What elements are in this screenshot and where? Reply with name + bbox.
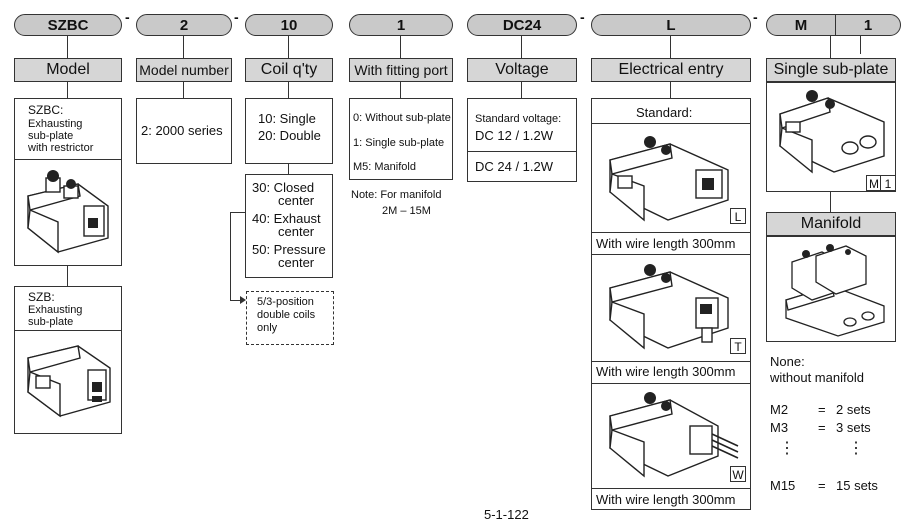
- header-fitting-port: With fitting port: [349, 58, 453, 82]
- page-number: 5-1-122: [484, 507, 529, 522]
- single-subplate-image: [779, 90, 885, 174]
- set-code-m2: M2: [770, 402, 789, 417]
- header-model: Model: [14, 58, 122, 82]
- model-szb-line3: sub-plate: [28, 316, 74, 328]
- set-eq-m3: =: [818, 420, 826, 435]
- set-value-m15: 15 sets: [836, 478, 878, 493]
- header-model-number: Model number: [136, 58, 232, 82]
- voltage-option-dc24: DC 24 / 1.2W: [475, 159, 554, 174]
- voltage-option-dc12: DC 12 / 1.2W: [475, 128, 554, 143]
- fitting-option-m5: M5: Manifold: [353, 161, 416, 173]
- code-pill-model-number: 2: [136, 14, 232, 36]
- valve-image-entry-t: [609, 264, 729, 350]
- position-closed: 30: Closed: [252, 180, 315, 195]
- header-manifold: Manifold: [766, 212, 896, 236]
- fitting-note-line1: Note: For manifold: [351, 189, 442, 201]
- code-pill-coil-qty: 10: [245, 14, 333, 36]
- entry-caption-t: With wire length 300mm: [596, 364, 736, 379]
- coil-note-line2: double coils: [257, 309, 316, 321]
- fitting-port-box: [349, 98, 453, 180]
- manifold-none-line1: None:: [770, 354, 805, 369]
- separator: -: [753, 9, 758, 25]
- code-pill-fitting-port: 1: [349, 14, 453, 36]
- valve-image-entry-w: [609, 392, 739, 478]
- set-ellipsis-right: ⋮: [848, 440, 864, 457]
- valve-image-szbc: [27, 170, 109, 254]
- position-pressure: 50: Pressure: [252, 242, 326, 257]
- electrical-standard-label: Standard:: [636, 105, 693, 120]
- entry-caption-l: With wire length 300mm: [596, 236, 736, 251]
- entry-tag-l: L: [730, 208, 746, 224]
- coil-note-box: [246, 291, 334, 345]
- entry-tag-t: T: [730, 338, 746, 354]
- set-code-m15: M15: [770, 478, 796, 493]
- valve-image-szb: [27, 345, 111, 418]
- fitting-option-0: 0: Without sub-plate: [353, 112, 451, 124]
- coil-option-double: 20: Double: [258, 128, 321, 143]
- coil-positions-box: [245, 174, 333, 278]
- separator: -: [234, 9, 239, 25]
- model-szbc-line1: SZBC:: [28, 103, 64, 117]
- subplate-tag-1: 1: [880, 175, 896, 191]
- header-coil-qty: Coil q'ty: [245, 58, 333, 82]
- set-ellipsis-left: ⋮: [779, 440, 795, 457]
- voltage-standard-label: Standard voltage:: [475, 113, 562, 125]
- position-exhaust-center: center: [278, 224, 315, 239]
- entry-caption-w: With wire length 300mm: [596, 492, 736, 507]
- fitting-option-1: 1: Single sub-plate: [353, 137, 445, 149]
- coil-note-line1: 5/3-position: [257, 296, 314, 308]
- model-szb-line2: Exhausting: [28, 304, 83, 316]
- coil-option-single: 10: Single: [258, 111, 316, 126]
- coil-qty-box: [245, 98, 333, 164]
- header-electrical-entry: Electrical entry: [591, 58, 751, 82]
- manifold-image: [785, 244, 885, 337]
- model-number-box: [136, 98, 232, 164]
- model-szbc-line4: with restrictor: [28, 142, 94, 154]
- position-pressure-center: center: [278, 255, 315, 270]
- voltage-box: [467, 98, 577, 182]
- header-voltage: Voltage: [467, 58, 577, 82]
- set-value-m2: 2 sets: [836, 402, 871, 417]
- position-exhaust: 40: Exhaust: [252, 211, 321, 226]
- entry-tag-w: W: [730, 466, 746, 482]
- separator: -: [580, 9, 585, 25]
- model-szbc-line3: sub-plate: [28, 130, 74, 142]
- model-number-option: 2: 2000 series: [141, 123, 223, 138]
- header-single-subplate: Single sub-plate: [766, 58, 896, 82]
- position-closed-center: center: [278, 193, 315, 208]
- code-pill-model: SZBC: [14, 14, 122, 36]
- manifold-none-line2: without manifold: [770, 370, 864, 385]
- model-szbc-line2: Exhausting: [28, 118, 83, 130]
- model-szb-line1: SZB:: [28, 290, 55, 304]
- set-code-m3: M3: [770, 420, 789, 435]
- set-eq-m15: =: [818, 478, 826, 493]
- code-pill-subplate-1: 1: [835, 14, 901, 36]
- code-pill-voltage: DC24: [467, 14, 577, 36]
- valve-image-entry-l: [609, 136, 729, 222]
- coil-note-line3: only: [257, 322, 278, 334]
- fitting-note-line2: 2M – 15M: [382, 205, 431, 217]
- set-value-m3: 3 sets: [836, 420, 871, 435]
- code-pill-subplate-m: M: [766, 14, 836, 36]
- code-pill-electrical-entry: L: [591, 14, 751, 36]
- separator: -: [125, 9, 130, 25]
- set-eq-m2: =: [818, 402, 826, 417]
